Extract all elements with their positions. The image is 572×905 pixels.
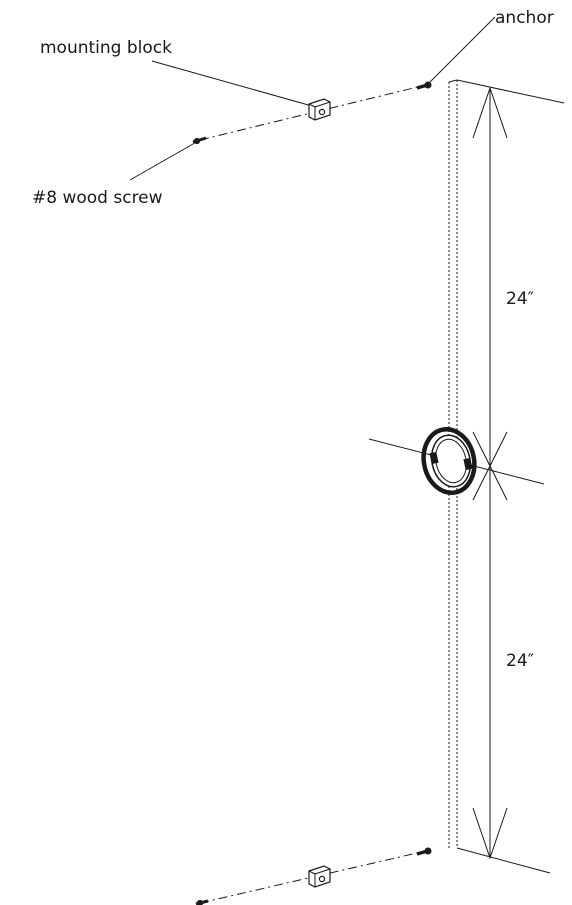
dimension-arrow-bottom xyxy=(472,807,508,860)
top-wood-screw xyxy=(192,136,207,145)
dimension-arrow-center-down xyxy=(472,464,508,501)
bottom-extension-line xyxy=(456,847,551,874)
ring-fixture xyxy=(421,427,477,495)
upper-dimension-label: 24″ xyxy=(506,289,534,309)
mounting-block-label: mounting block xyxy=(40,38,172,58)
anchor-label: anchor xyxy=(495,8,554,28)
anchor-leader-line xyxy=(429,16,496,83)
bottom-mounting-block xyxy=(308,865,331,888)
bottom-anchor xyxy=(416,847,432,856)
lower-dimension-label: 24″ xyxy=(506,651,534,671)
wood-screw-leader-line xyxy=(129,139,201,181)
top-anchor xyxy=(416,81,432,90)
top-mounting-block xyxy=(308,98,331,121)
bottom-wood-screw xyxy=(195,899,209,905)
top-extension-line xyxy=(456,79,565,104)
wood-screw-label: #8 wood screw xyxy=(32,188,163,208)
mounting-block-leader-line xyxy=(151,60,313,107)
dimension-arrow-top xyxy=(472,86,508,139)
